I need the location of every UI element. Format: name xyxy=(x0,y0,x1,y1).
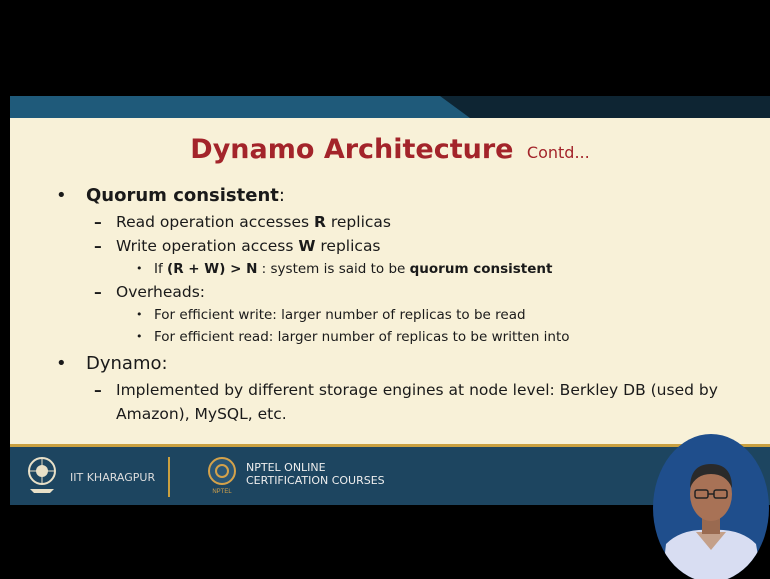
sub-bullet-write: Write operation access W replicas xyxy=(56,234,756,258)
overheads-label: Overheads: xyxy=(116,283,206,301)
read-bold: R xyxy=(314,213,326,231)
sub-sub-bullet-read: For efficient read: larger number of rep… xyxy=(56,326,756,348)
dynamo-heading: Dynamo: xyxy=(86,353,168,374)
cond-pre: If xyxy=(154,261,168,277)
title-suffix: Contd... xyxy=(526,143,590,162)
cond-mid: : system is said to be xyxy=(257,261,410,277)
course-line-1: NPTEL ONLINE xyxy=(246,461,326,474)
quorum-heading: Quorum consistent xyxy=(86,185,279,206)
nptel-logo-icon: NPTEL xyxy=(208,457,236,495)
read-post: replicas xyxy=(325,213,391,231)
title-text: Dynamo Architecture xyxy=(190,134,514,165)
quorum-colon: : xyxy=(278,185,285,206)
sub-sub-bullet-condition: If (R + W) > N : system is said to be qu… xyxy=(56,258,756,280)
institute-name: IIT KHARAGPUR xyxy=(70,471,156,484)
over-write-text: For efficient write: larger number of re… xyxy=(154,307,526,323)
slide: Dynamo Architecture Contd... Quorum cons… xyxy=(10,118,770,444)
write-post: replicas xyxy=(315,237,381,255)
cond-bold2: quorum consistent xyxy=(409,261,553,277)
over-read-text: For efficient read: larger number of rep… xyxy=(154,329,570,345)
bullet-quorum: Quorum consistent: xyxy=(56,182,756,210)
course-name: NPTEL ONLINE CERTIFICATION COURSES xyxy=(246,461,385,487)
bullet-dynamo: Dynamo: xyxy=(56,350,756,378)
slide-content: Quorum consistent: Read operation access… xyxy=(56,182,756,426)
sub-bullet-implemented: Implemented by different storage engines… xyxy=(56,378,756,426)
footer-bar: IIT KHARAGPUR NPTEL NPTEL ONLINE CERTIFI… xyxy=(10,444,770,505)
write-bold: W xyxy=(298,237,316,255)
footer-divider xyxy=(168,457,170,497)
read-pre: Read operation accesses xyxy=(116,213,314,231)
impl-text: Implemented by different storage engines… xyxy=(116,381,718,423)
sub-bullet-overheads: Overheads: xyxy=(56,280,756,304)
nptel-logo-text: NPTEL xyxy=(212,489,232,495)
iit-logo-icon xyxy=(28,457,56,493)
sub-sub-bullet-write: For efficient write: larger number of re… xyxy=(56,304,756,326)
course-line-2: CERTIFICATION COURSES xyxy=(246,474,385,487)
slide-title: Dynamo Architecture Contd... xyxy=(10,134,770,165)
write-pre: Write operation access xyxy=(116,237,299,255)
header-band xyxy=(10,96,770,118)
sub-bullet-read: Read operation accesses R replicas xyxy=(56,210,756,234)
cond-bold: (R + W) > N xyxy=(167,261,258,277)
speaker-video-overlay xyxy=(653,434,769,579)
